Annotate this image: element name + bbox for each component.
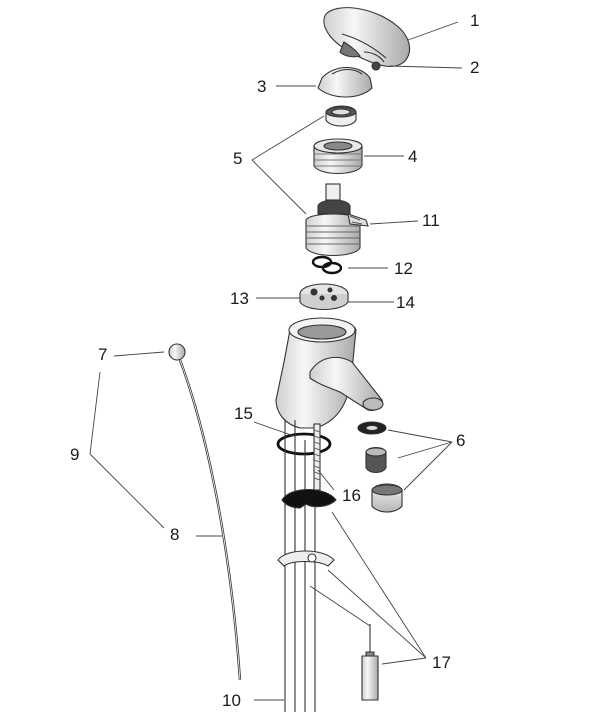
callout-4: 4 bbox=[408, 147, 418, 166]
o-rings-part bbox=[311, 255, 343, 275]
callout-12: 12 bbox=[394, 259, 413, 278]
leader-lines bbox=[89, 21, 463, 701]
callout-13: 13 bbox=[230, 289, 249, 308]
threaded-nut-part bbox=[313, 138, 363, 175]
set-screw-part bbox=[371, 61, 381, 71]
cartridge-part bbox=[305, 183, 369, 256]
callout-7: 7 bbox=[98, 345, 108, 364]
callout-5: 5 bbox=[233, 149, 243, 168]
callout-14: 14 bbox=[396, 293, 415, 312]
callout-17: 17 bbox=[432, 653, 451, 672]
faucet-body bbox=[275, 317, 384, 429]
callout-10: 10 bbox=[222, 691, 241, 710]
callout-16: 16 bbox=[342, 486, 361, 505]
cover-cap-part bbox=[317, 66, 373, 98]
callout-8: 8 bbox=[170, 525, 180, 544]
callout-15: 15 bbox=[234, 404, 253, 423]
threaded-stud-part bbox=[313, 423, 321, 491]
base-o-ring-part bbox=[276, 432, 332, 456]
mounting-set-part bbox=[277, 489, 379, 701]
callout-1: 1 bbox=[470, 11, 480, 30]
supply-hoses-part bbox=[284, 420, 316, 712]
callout-11: 11 bbox=[422, 211, 440, 230]
lever-handle-part bbox=[323, 7, 411, 68]
callout-2: 2 bbox=[470, 58, 480, 77]
callout-9: 9 bbox=[70, 445, 80, 464]
pop-up-rod-part bbox=[168, 343, 242, 681]
aerator-parts bbox=[357, 421, 403, 513]
callout-3: 3 bbox=[257, 77, 267, 96]
callout-6: 6 bbox=[456, 431, 466, 450]
valve-disc-part bbox=[299, 283, 349, 311]
thrust-ring-part bbox=[325, 105, 357, 127]
